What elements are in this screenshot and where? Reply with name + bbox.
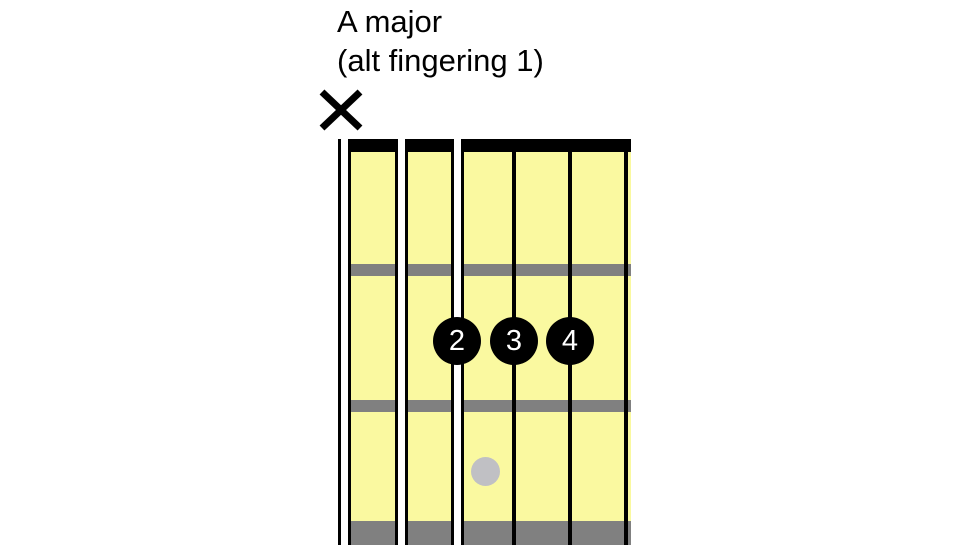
page-title: A major (alt fingering 1) <box>337 2 544 80</box>
inlay-dot-marker <box>471 457 500 486</box>
x-mark-icon <box>319 89 363 131</box>
fret-line-3 <box>338 521 631 545</box>
nut <box>338 139 631 152</box>
fretboard: 2 3 4 <box>338 139 631 545</box>
finger-dot-string-5[interactable]: 4 <box>546 317 594 365</box>
fret-line-2 <box>338 400 631 412</box>
finger-dot-string-3[interactable]: 2 <box>433 317 481 365</box>
string-6 <box>624 139 628 545</box>
string-2 <box>395 139 408 545</box>
chord-variant-line: (alt fingering 1) <box>337 43 544 78</box>
finger-dot-string-4[interactable]: 3 <box>490 317 538 365</box>
fret-line-1 <box>338 264 631 276</box>
string-1 <box>338 139 351 545</box>
chord-name-line: A major <box>337 4 443 39</box>
